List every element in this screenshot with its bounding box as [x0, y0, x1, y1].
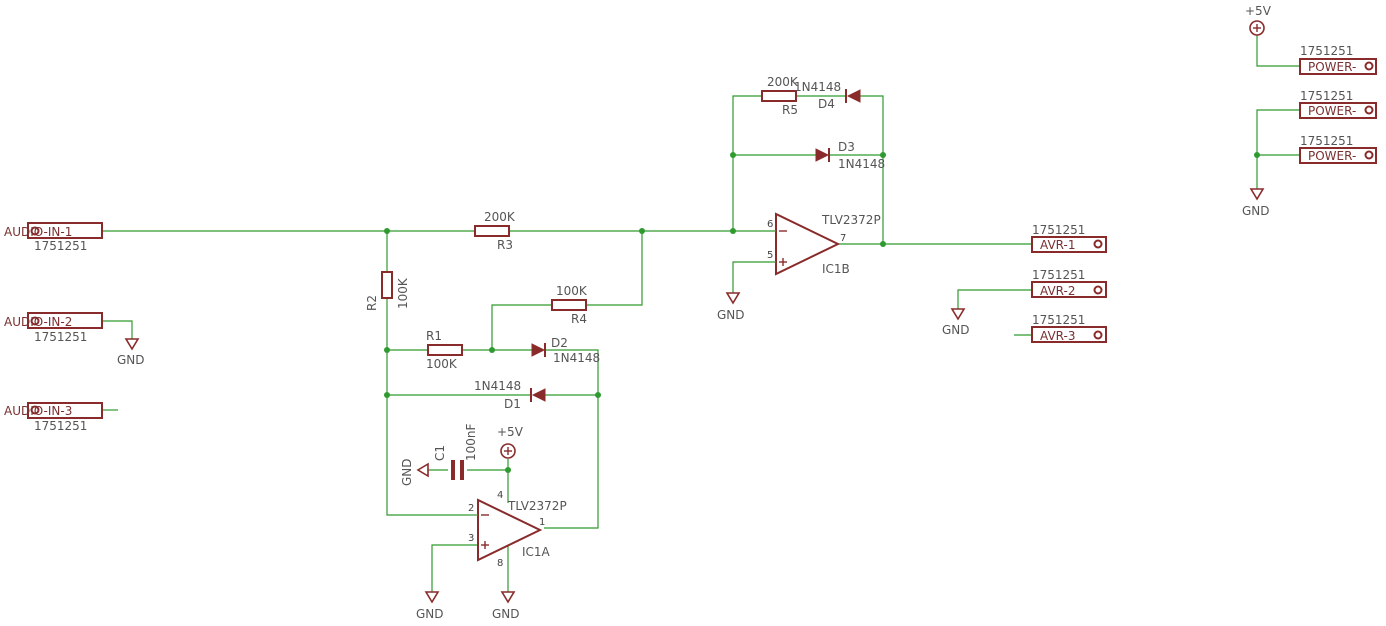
junctions — [384, 152, 1260, 473]
diode-d2: D2 1N4148 — [531, 336, 600, 365]
svg-text:200K: 200K — [767, 75, 799, 89]
svg-text:8: 8 — [497, 558, 503, 569]
svg-text:AUDIO-IN-3: AUDIO-IN-3 — [4, 404, 72, 418]
svg-text:1751251: 1751251 — [34, 239, 87, 253]
svg-text:D3: D3 — [838, 140, 855, 154]
svg-text:AUDIO-IN-2: AUDIO-IN-2 — [4, 315, 72, 329]
svg-text:TLV2372P: TLV2372P — [507, 499, 567, 513]
svg-text:AVR-2: AVR-2 — [1040, 284, 1075, 298]
svg-text:AVR-3: AVR-3 — [1040, 329, 1075, 343]
svg-text:+5V: +5V — [1245, 4, 1272, 18]
svg-text:100K: 100K — [396, 277, 410, 309]
svg-text:7: 7 — [840, 233, 846, 244]
svg-text:1751251: 1751251 — [34, 419, 87, 433]
svg-text:IC1B: IC1B — [822, 262, 850, 276]
svg-text:100K: 100K — [426, 357, 458, 371]
resistor-r2: R2 100K — [365, 271, 410, 311]
svg-text:AUDIO-IN-1: AUDIO-IN-1 — [4, 225, 72, 239]
svg-text:1751251: 1751251 — [1032, 223, 1085, 237]
svg-text:5: 5 — [767, 250, 773, 261]
connector-power-3: POWER- 1751251 — [1299, 134, 1377, 164]
svg-text:1N4148: 1N4148 — [553, 351, 600, 365]
svg-text:1751251: 1751251 — [1300, 89, 1353, 103]
diode-d3: D3 1N4148 — [815, 140, 885, 171]
connector-audio-in-1: AUDIO-IN-1 1751251 — [4, 222, 103, 253]
diode-d1: 1N4148 D1 — [474, 379, 546, 411]
svg-text:IC1A: IC1A — [522, 545, 551, 559]
svg-text:1N4148: 1N4148 — [794, 80, 841, 94]
svg-text:6: 6 — [767, 219, 773, 230]
svg-text:1N4148: 1N4148 — [838, 157, 885, 171]
svg-text:200K: 200K — [484, 210, 516, 224]
svg-text:TLV2372P: TLV2372P — [821, 213, 881, 227]
svg-text:GND: GND — [1242, 204, 1270, 218]
svg-text:100K: 100K — [556, 284, 588, 298]
connector-avr-2: AVR-2 1751251 — [1031, 268, 1107, 298]
svg-text:D1: D1 — [504, 397, 521, 411]
connector-power-2: POWER- 1751251 — [1299, 89, 1377, 119]
svg-text:3: 3 — [468, 533, 474, 544]
svg-text:R3: R3 — [497, 238, 513, 252]
opamp-ic1b: TLV2372P IC1B 6 5 7 — [758, 212, 881, 276]
gnd-ic1b: GND — [717, 292, 745, 322]
resistor-r4: 100K R4 — [551, 284, 588, 326]
svg-text:POWER-: POWER- — [1308, 60, 1356, 74]
svg-text:GND: GND — [400, 458, 414, 486]
svg-text:1751251: 1751251 — [1300, 134, 1353, 148]
svg-text:D4: D4 — [818, 97, 835, 111]
svg-text:C1: C1 — [433, 445, 447, 461]
connector-audio-in-2: AUDIO-IN-2 1751251 — [4, 312, 103, 344]
connector-avr-1: AVR-1 1751251 — [1031, 223, 1107, 253]
gnd-ic1a-supply: GND — [492, 591, 520, 621]
svg-text:R1: R1 — [426, 329, 442, 343]
connector-power-1: POWER- 1751251 — [1299, 44, 1377, 75]
capacitor-c1: C1 100nF — [433, 423, 478, 480]
svg-text:1: 1 — [539, 517, 545, 528]
gnd-audio-in-2: GND — [117, 338, 145, 367]
svg-text:AVR-1: AVR-1 — [1040, 238, 1075, 252]
resistor-r3: 200K R3 — [474, 210, 516, 252]
wires — [102, 35, 1300, 592]
svg-text:4: 4 — [497, 490, 503, 501]
svg-text:POWER-: POWER- — [1308, 104, 1356, 118]
svg-text:2: 2 — [468, 503, 474, 514]
svg-text:POWER-: POWER- — [1308, 149, 1356, 163]
svg-text:100nF: 100nF — [464, 423, 478, 461]
resistor-r5: 200K R5 — [761, 75, 799, 117]
supply-5v-power: +5V — [1245, 4, 1272, 36]
gnd-cap: GND — [400, 458, 429, 486]
svg-text:GND: GND — [492, 607, 520, 621]
svg-text:R4: R4 — [571, 312, 587, 326]
svg-text:GND: GND — [117, 353, 145, 367]
supply-5v-ic1a: +5V — [497, 425, 524, 459]
svg-text:GND: GND — [942, 323, 970, 337]
svg-text:+5V: +5V — [497, 425, 524, 439]
gnd-power: GND — [1242, 188, 1270, 218]
gnd-ic1a-plus: GND — [416, 591, 444, 621]
svg-text:D2: D2 — [551, 336, 568, 350]
svg-text:1751251: 1751251 — [1032, 268, 1085, 282]
svg-text:1751251: 1751251 — [1300, 44, 1353, 58]
opamp-ic1a: TLV2372P IC1A 2 3 1 4 8 — [468, 490, 567, 569]
svg-text:GND: GND — [717, 308, 745, 322]
svg-text:R5: R5 — [782, 103, 798, 117]
svg-text:R2: R2 — [365, 295, 379, 311]
svg-text:1751251: 1751251 — [34, 330, 87, 344]
svg-text:GND: GND — [416, 607, 444, 621]
svg-text:1751251: 1751251 — [1032, 313, 1085, 327]
svg-text:1N4148: 1N4148 — [474, 379, 521, 393]
resistor-r1: R1 100K — [426, 329, 463, 371]
diode-d4: 1N4148 D4 — [794, 80, 861, 111]
connector-audio-in-3: AUDIO-IN-3 1751251 — [4, 402, 103, 433]
gnd-avr-2: GND — [942, 308, 970, 337]
connector-avr-3: AVR-3 1751251 — [1031, 313, 1107, 343]
